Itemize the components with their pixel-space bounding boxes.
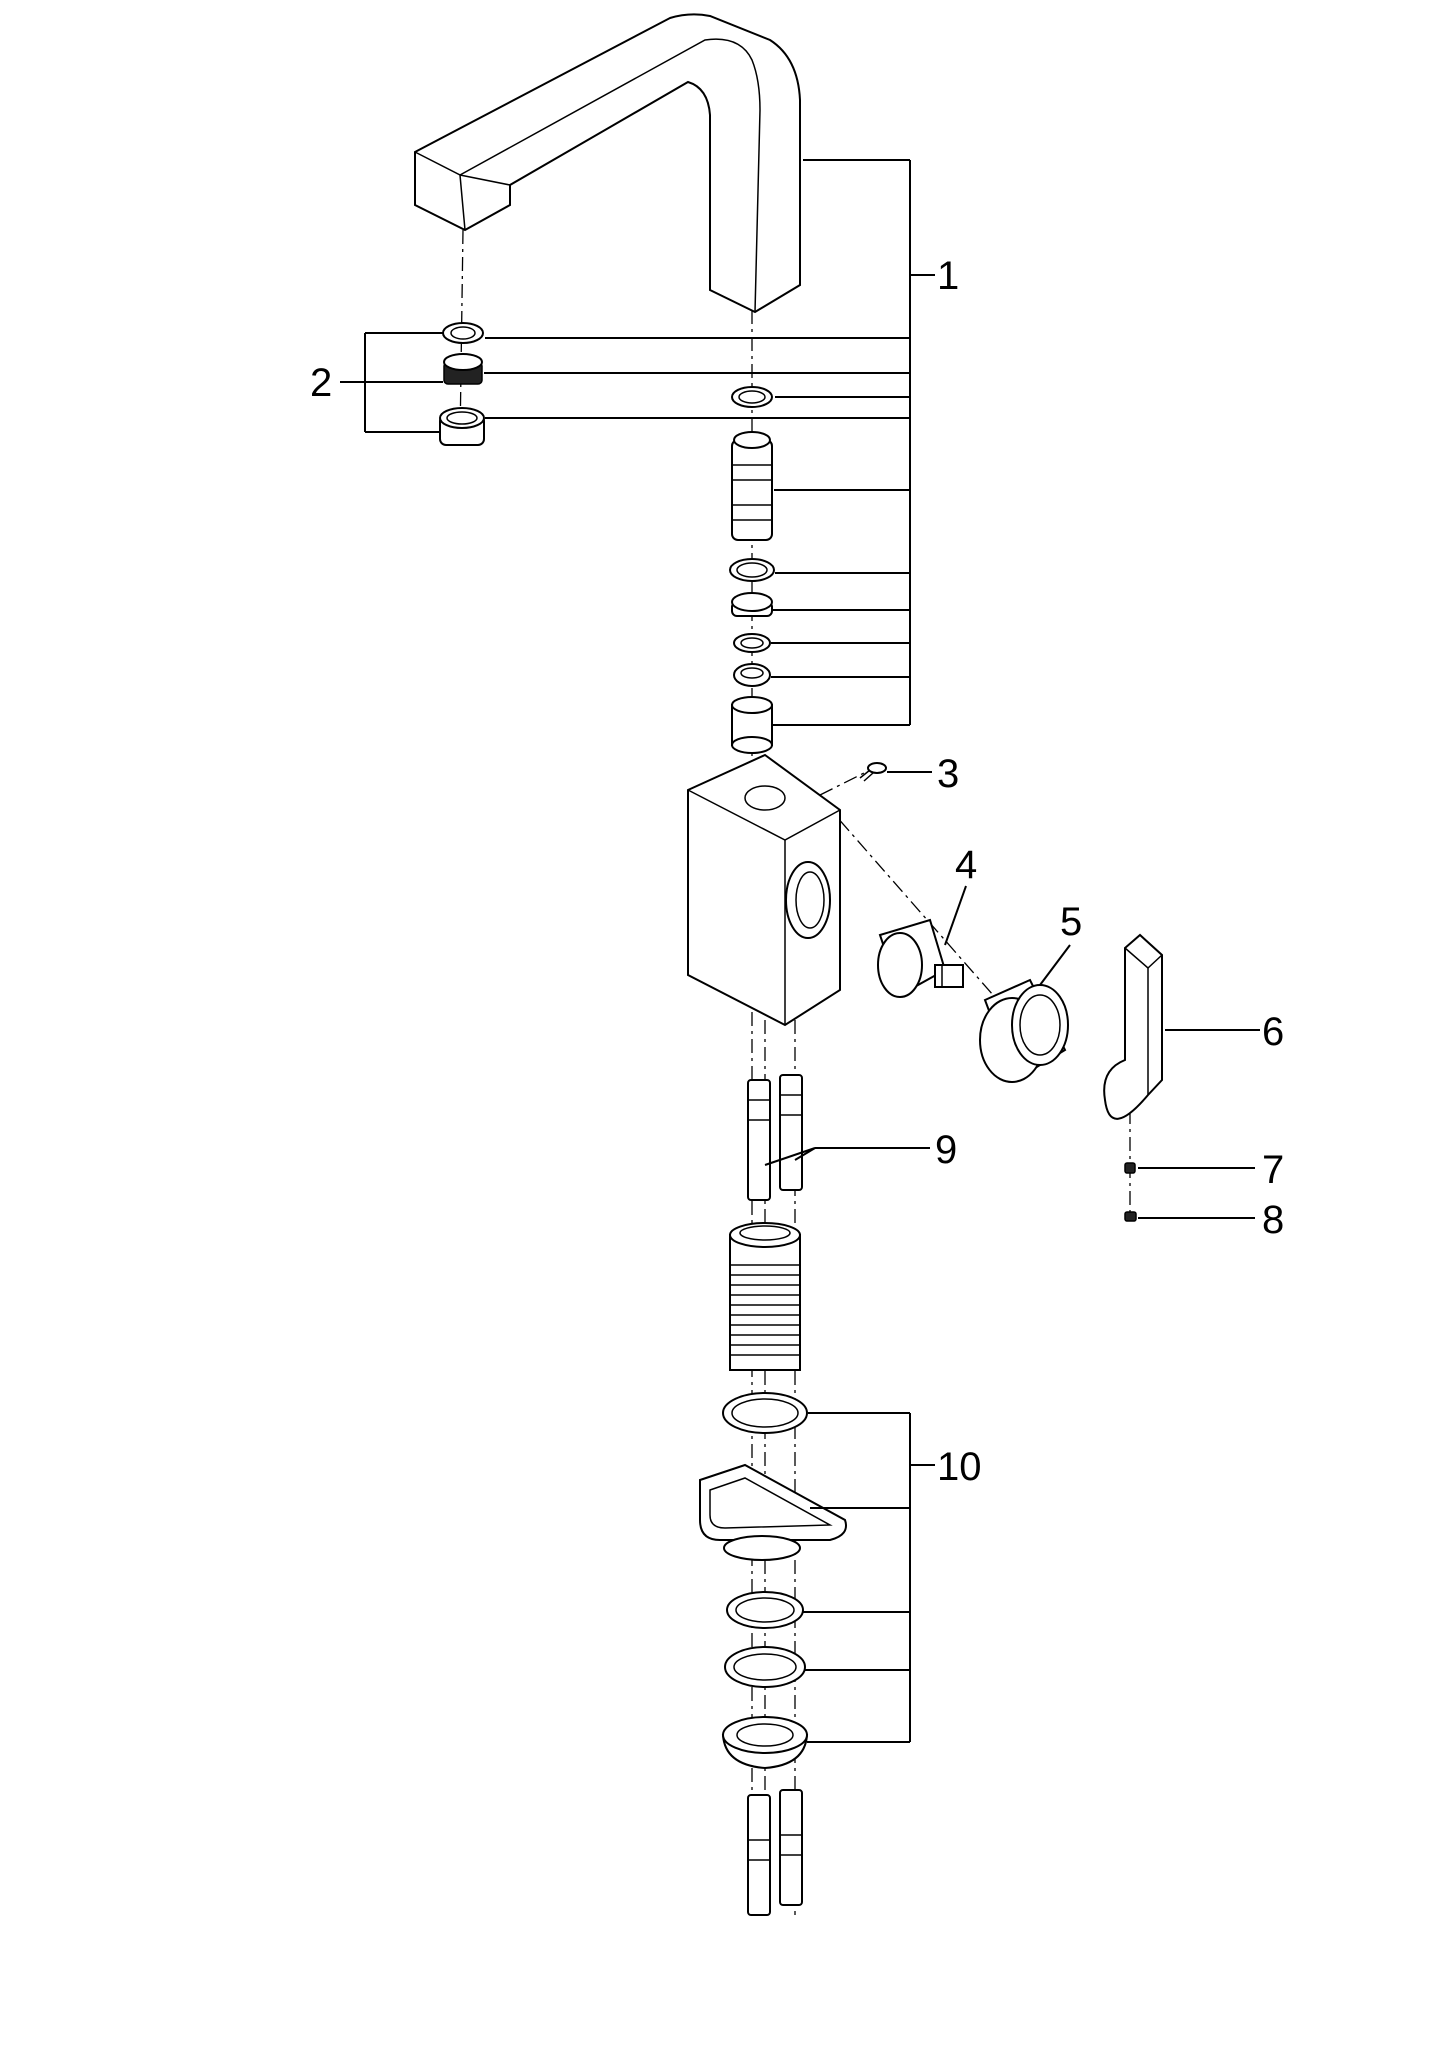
callout-10: 10 <box>937 1445 982 1489</box>
callout-5: 5 <box>1060 900 1082 944</box>
callout-6: 6 <box>1262 1010 1284 1054</box>
callout-4: 4 <box>955 843 977 887</box>
supply-hoses-lower <box>747 1789 803 1916</box>
screw <box>859 762 887 782</box>
supply-hoses-upper <box>747 1074 803 1201</box>
spout <box>414 13 801 314</box>
cartridge <box>877 918 964 998</box>
callout-labels: 1 2 3 4 5 6 7 8 9 10 <box>310 254 1284 1489</box>
small-parts <box>1124 1162 1137 1222</box>
body-block <box>687 753 841 1027</box>
aerator-parts <box>439 322 485 446</box>
callout-9: 9 <box>935 1128 957 1172</box>
handle <box>1103 933 1163 1120</box>
callout-7: 7 <box>1262 1148 1284 1192</box>
callout-3: 3 <box>937 752 959 796</box>
threaded-shank <box>729 1222 801 1371</box>
ring <box>979 978 1069 1083</box>
callout-8: 8 <box>1262 1198 1284 1242</box>
callout-1: 1 <box>937 254 959 298</box>
connector-stack <box>729 386 775 754</box>
mounting-parts <box>699 1392 847 1770</box>
leader-lines <box>340 159 1260 1743</box>
callout-2: 2 <box>310 361 332 405</box>
